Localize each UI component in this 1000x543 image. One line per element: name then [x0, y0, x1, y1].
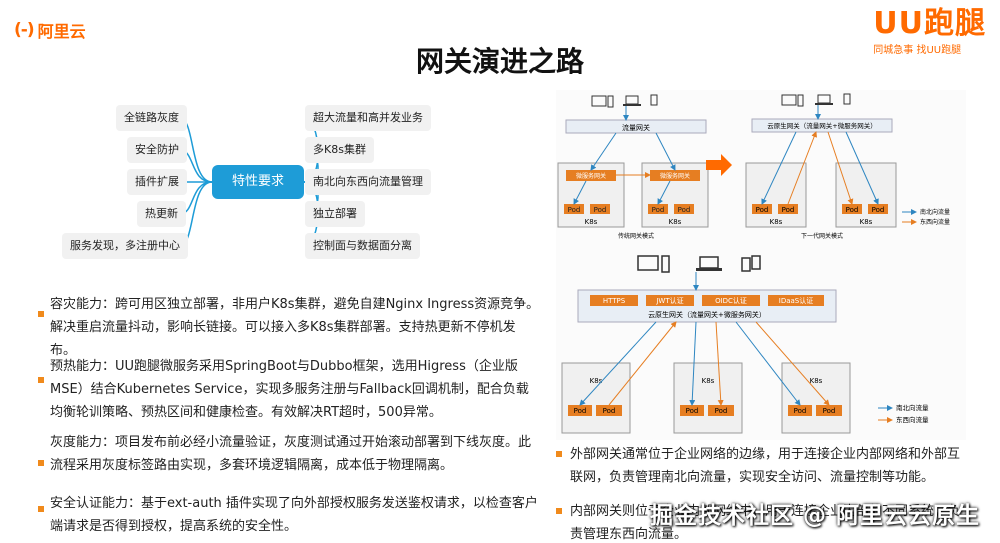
pod-label: Pod	[678, 206, 691, 214]
bullet-icon	[38, 311, 44, 317]
uu-slogan: 同城急事 找UU跑腿	[873, 45, 962, 56]
pod-label: Pod	[652, 206, 665, 214]
microservice-gateway-label: 微服务网关	[660, 172, 690, 180]
uu-logo: UU跑腿 同城急事 找UU跑腿	[873, 6, 986, 57]
traditional-mode-label: 传统网关模式	[618, 232, 654, 240]
pod-label: Pod	[574, 407, 587, 415]
legend-north-south: 南北向流量	[920, 208, 950, 216]
k8s-label: K8s	[585, 218, 598, 226]
pod-label: Pod	[794, 407, 807, 415]
paragraph-warmup: 预热能力：UU跑腿微服务采用SpringBoot与Dubbo框架，选用Higre…	[50, 359, 529, 420]
mindmap-right-node: 独立部署	[305, 201, 365, 227]
aliyun-logo: (-) 阿里云	[14, 18, 86, 42]
plugin-idaas: IDaaS认证	[779, 296, 813, 305]
paragraph-external-gateway: 外部网关通常位于企业网络的边缘，用于连接企业内部网络和外部互联网，负责管理南北向…	[570, 447, 961, 485]
next-gen-mode-label: 下一代网关模式	[801, 232, 843, 240]
plugin-jwt: JWT认证	[655, 296, 683, 305]
mindmap-left-node: 安全防护	[127, 137, 187, 163]
mindmap-center: 特性要求	[212, 165, 304, 199]
page-title: 网关演进之路	[415, 45, 584, 78]
mindmap-right-node: 南北向东西向流量管理	[305, 169, 431, 195]
mindmap-left-node: 热更新	[137, 201, 186, 227]
pod-label: Pod	[715, 407, 728, 415]
legend-east-west: 东西向流量	[920, 218, 950, 226]
device-icons	[781, 93, 851, 107]
architecture-diagram: 流量网关 微服务网关 微服务网关 Pod Pod Pod Pod K8s K8s…	[556, 90, 966, 440]
paragraph-security-auth: 安全认证能力：基于ext-auth 插件实现了向外部授权服务发送鉴权请求，以检查…	[50, 496, 538, 534]
mindmap-right-node: 超大流量和高并发业务	[305, 105, 431, 131]
pod-label: Pod	[782, 206, 795, 214]
plugin-https: HTTPS	[603, 297, 626, 305]
paragraph-internal-gateway: 内部网关则位于企业内部网络中，用于连接企业内部的不同系统，负责管理东西向流量。	[570, 504, 961, 542]
mindmap-right-node: 多K8s集群	[305, 137, 374, 163]
bullet-icon	[38, 506, 44, 512]
pod-label: Pod	[756, 206, 769, 214]
k8s-label: K8s	[702, 377, 715, 385]
paragraph-gray-release: 灰度能力：项目发布前必经小流量验证，灰度测试通过开始滚动部署到下线灰度。此流程采…	[50, 435, 532, 473]
watermark: 掘金技术社区 @ 阿里云云原生	[650, 503, 981, 529]
legend-north-south: 南北向流量	[896, 403, 929, 412]
mindmap-left-node: 服务发现，多注册中心	[62, 233, 188, 259]
k8s-label: K8s	[590, 377, 603, 385]
pod-label: Pod	[568, 206, 581, 214]
k8s-label: K8s	[810, 377, 823, 385]
device-icons	[637, 255, 761, 273]
aliyun-name: 阿里云	[37, 22, 86, 41]
paragraph-disaster-recovery: 容灾能力：跨可用区独立部署，非用户K8s集群，避免自建Nginx Ingress…	[50, 297, 540, 358]
mindmap-left-node: 插件扩展	[127, 169, 187, 195]
bullet-icon	[556, 508, 562, 514]
bullet-icon	[38, 460, 44, 466]
device-icons	[591, 94, 658, 108]
k8s-label: K8s	[860, 218, 873, 226]
microservice-gateway-label: 微服务网关	[576, 172, 606, 180]
traffic-gateway-label: 流量网关	[622, 123, 650, 132]
pod-label: Pod	[823, 407, 836, 415]
k8s-label: K8s	[669, 218, 682, 226]
bullet-icon	[38, 377, 44, 383]
mindmap-left-node: 全链路灰度	[116, 105, 187, 131]
pod-label: Pod	[846, 206, 859, 214]
evolution-arrow-icon	[706, 154, 732, 176]
pod-label: Pod	[594, 206, 607, 214]
legend-east-west: 东西向流量	[896, 415, 929, 424]
cloud-native-gateway-top-label: 云原生网关（流量网关+微服务网关）	[767, 121, 876, 130]
pod-label: Pod	[603, 407, 616, 415]
uu-brand: UU跑腿	[873, 6, 986, 41]
mindmap-right-node: 控制面与数据面分离	[305, 233, 420, 259]
k8s-label: K8s	[770, 218, 783, 226]
aliyun-mark-icon: (-)	[14, 20, 35, 40]
plugin-oidc: OIDC认证	[715, 296, 747, 305]
cloud-native-gateway-bottom-label: 云原生网关（流量网关+微服务网关）	[648, 310, 766, 319]
pod-label: Pod	[686, 407, 699, 415]
bullet-icon	[556, 451, 562, 457]
pod-label: Pod	[872, 206, 885, 214]
